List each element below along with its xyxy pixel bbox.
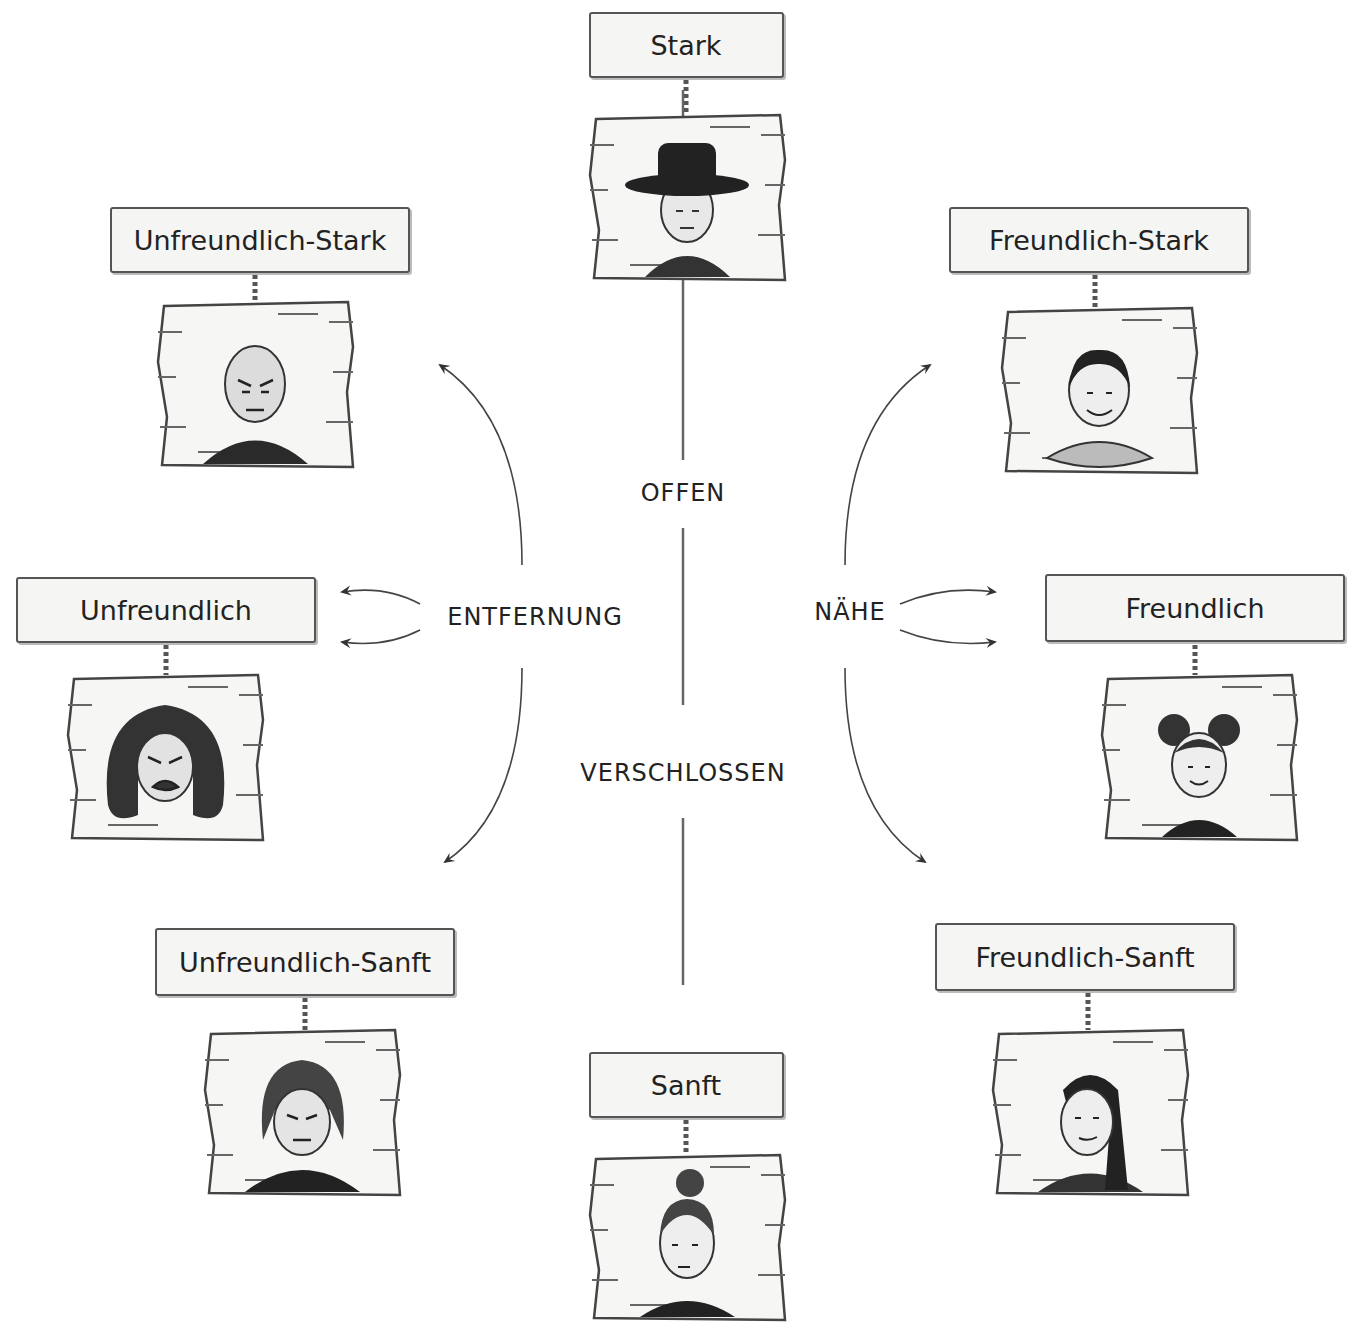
sign-text: Sanft [651,1070,721,1101]
sign-board: Freundlich [1045,574,1345,642]
axis-label: ENTFERNUNG [444,603,626,631]
axis-label: VERSCHLOSSEN [577,759,788,787]
portrait-unfreundlich-sanft [205,1030,400,1195]
sign-text: Freundlich-Sanft [975,942,1194,973]
sign-board: Stark [589,12,784,78]
portrait-unfreundlich-stark [158,302,353,467]
sign-text: Stark [650,30,721,61]
sign-text: Freundlich-Stark [989,225,1209,256]
axis-label: NÄHE [811,598,889,626]
direction-arrow [342,365,995,862]
sign-text: Unfreundlich-Sanft [179,947,431,978]
sign-text: Freundlich [1125,593,1264,624]
portrait-freundlich-sanft [993,1030,1188,1195]
portrait-freundlich [1102,675,1297,840]
sign-board: Unfreundlich [16,577,316,643]
portrait-stark [590,115,785,280]
sign-text: Unfreundlich-Stark [134,225,387,256]
sign-board: Unfreundlich-Stark [110,207,410,273]
portrait-sanft [590,1155,785,1320]
sign-board: Unfreundlich-Sanft [155,928,455,996]
sign-board: Sanft [589,1052,784,1118]
portrait-freundlich-stark [1002,308,1197,473]
portrait-unfreundlich [68,675,263,840]
sign-board: Freundlich-Stark [949,207,1249,273]
axis-label: OFFEN [638,479,729,507]
sign-board: Freundlich-Sanft [935,923,1235,991]
sign-text: Unfreundlich [80,595,252,626]
